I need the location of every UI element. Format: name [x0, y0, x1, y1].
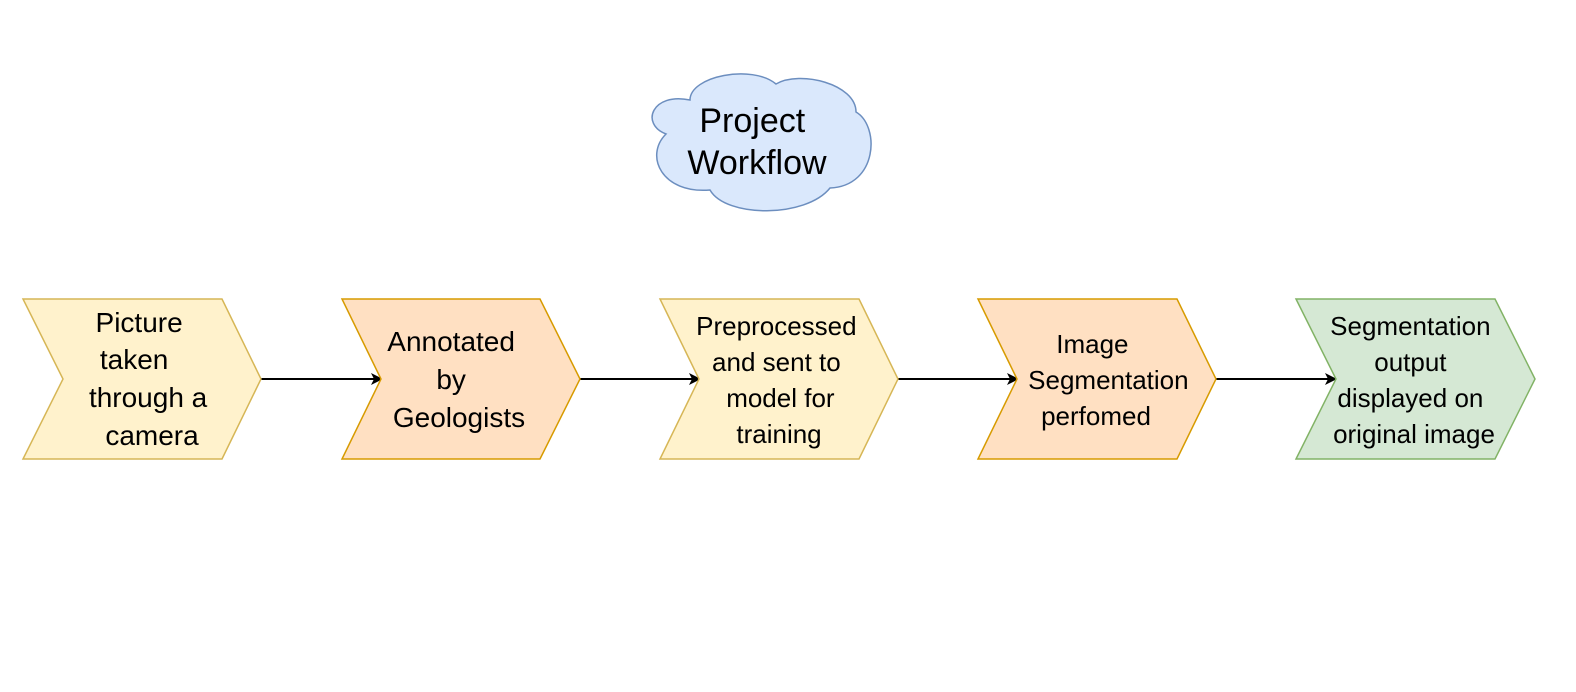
step-line: through a: [89, 382, 208, 413]
title-text: Project Workflow: [687, 102, 827, 182]
step-line: Image: [1056, 329, 1128, 359]
title-line: Project: [699, 102, 805, 140]
step-line: by: [436, 364, 466, 395]
step-line: Picture: [96, 307, 183, 338]
step-line: model for: [726, 383, 835, 413]
chevron-shape: [21, 298, 262, 460]
cloud-shape: [651, 73, 872, 212]
step-line: Preprocessed: [696, 311, 856, 341]
step-label: Picture taken through a camera: [89, 307, 215, 451]
step-1: Picture taken through a camera: [21, 298, 262, 460]
step-line: Annotated: [387, 326, 515, 357]
step-2: Annotated by Geologists: [340, 298, 581, 460]
step-line: displayed on: [1337, 383, 1483, 413]
step-5: Segmentation output displayed on origina…: [1294, 298, 1536, 460]
step-line: camera: [105, 420, 199, 451]
step-line: Segmentation: [1330, 311, 1490, 341]
step-4: Image Segmentation perfomed: [976, 298, 1217, 460]
chevron-shape: [1294, 298, 1536, 460]
step-line: and sent to: [712, 347, 841, 377]
step-label: Annotated by Geologists: [387, 326, 525, 433]
step-label: Preprocessed and sent to model for train…: [696, 311, 864, 449]
step-label: Image Segmentation perfomed: [1028, 329, 1196, 431]
step-line: output: [1374, 347, 1447, 377]
title-line: Workflow: [687, 144, 827, 182]
step-3: Preprocessed and sent to model for train…: [658, 298, 899, 460]
chevron-shape: [340, 298, 581, 460]
title-cloud: Project Workflow: [651, 73, 872, 212]
chevron-shape: [976, 298, 1217, 460]
chevron-shape: [658, 298, 899, 460]
step-line: taken: [100, 344, 169, 375]
step-line: Segmentation: [1028, 365, 1188, 395]
step-label: Segmentation output displayed on origina…: [1330, 311, 1498, 449]
step-line: Geologists: [393, 402, 525, 433]
step-line: training: [736, 419, 821, 449]
step-line: original image: [1333, 419, 1495, 449]
step-line: perfomed: [1041, 401, 1151, 431]
